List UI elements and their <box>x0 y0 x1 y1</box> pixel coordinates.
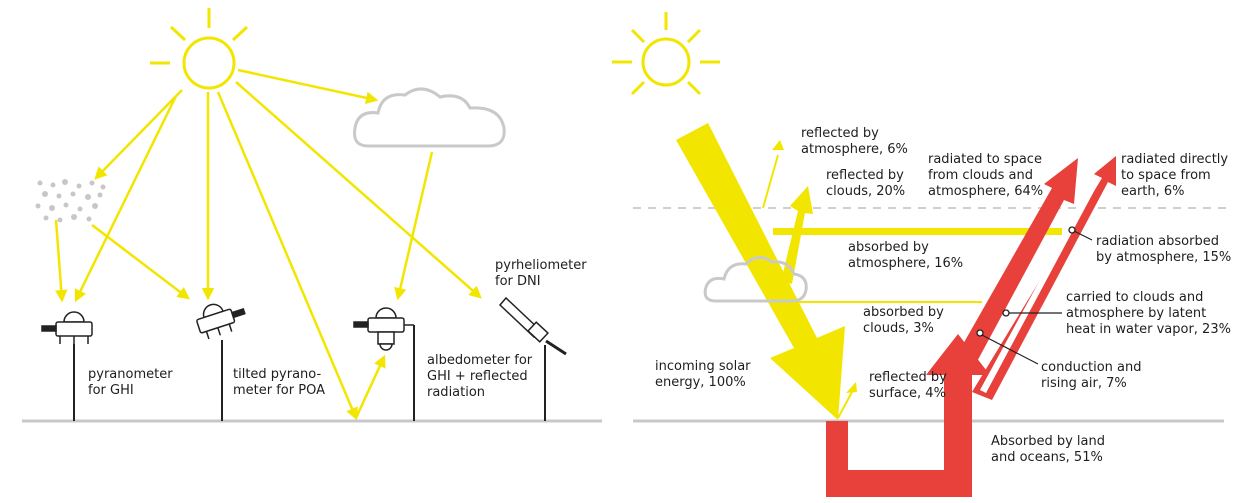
left-sun <box>150 8 249 90</box>
right-cloud <box>703 256 808 303</box>
absorbed-by-atmosphere-band <box>773 228 1062 235</box>
incoming-solar-arrow <box>676 123 845 420</box>
left-sun-rays <box>54 68 482 421</box>
label-tilted-pyranometer: tilted pyrano- meter for POA <box>233 367 325 398</box>
label-albedometer: albedometer for GHI + reflected radiatio… <box>427 353 533 400</box>
label-reflected-surface: reflected by surface, 4% <box>869 370 947 401</box>
label-absorbed-atmosphere: absorbed by atmosphere, 16% <box>848 240 964 271</box>
label-radiated-earth: radiated directly to space from earth, 6… <box>1121 152 1229 199</box>
left-cloud <box>353 87 506 148</box>
pyranometer-device <box>41 311 93 421</box>
reflected-by-atmosphere-arrow <box>762 140 784 209</box>
radiated-from-clouds-arrow <box>946 158 1078 382</box>
label-pyrheliometer: pyrheliometer for DNI <box>495 258 587 289</box>
label-radiation-absorbed-atmosphere: radiation absorbed by atmosphere, 15% <box>1096 234 1232 265</box>
label-incoming-solar: incoming solar energy, 100% <box>655 359 751 390</box>
callout-lines <box>979 230 1093 365</box>
label-conduction: conduction and rising air, 7% <box>1041 360 1142 391</box>
aerosol-dots <box>35 179 106 223</box>
callout-dots <box>976 226 1076 337</box>
reflected-by-surface-arrow <box>837 382 857 419</box>
pyrheliometer-device <box>498 296 567 421</box>
label-absorbed-land: Absorbed by land and oceans, 51% <box>991 434 1105 465</box>
albedometer-device <box>353 307 415 421</box>
label-reflected-atmosphere: reflected by atmosphere, 6% <box>801 126 908 157</box>
label-reflected-clouds: reflected by clouds, 20% <box>826 168 906 199</box>
label-latent-heat: carried to clouds and atmosphere by late… <box>1066 290 1231 337</box>
label-absorbed-clouds: absorbed by clouds, 3% <box>863 305 944 336</box>
right-sun <box>612 12 720 96</box>
tilted-pyranometer-device <box>196 303 246 340</box>
label-radiated-clouds-atmosphere: radiated to space from clouds and atmosp… <box>928 152 1044 199</box>
reflected-by-clouds-arrow <box>781 186 813 284</box>
label-pyranometer: pyranometer for GHI <box>88 367 173 398</box>
